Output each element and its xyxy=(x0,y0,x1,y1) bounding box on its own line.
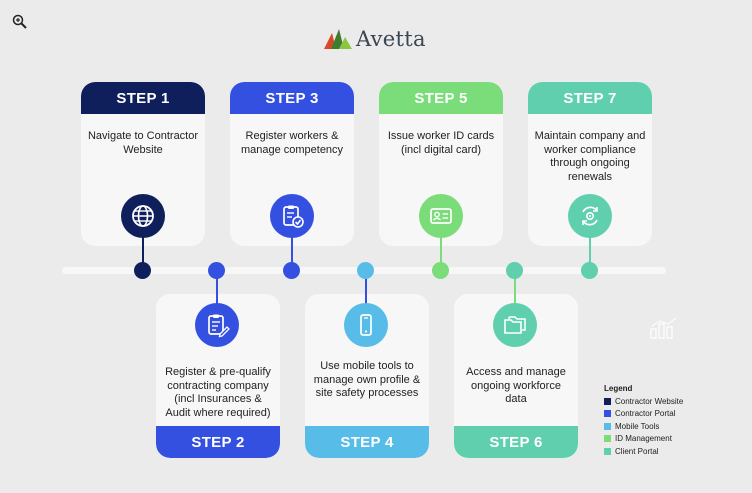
step-3-card: STEP 3 Register workers & manage compete… xyxy=(230,82,354,246)
step-5-dot xyxy=(432,262,449,279)
legend-label: Mobile Tools xyxy=(615,421,660,431)
folders-icon xyxy=(493,303,537,347)
step-6-label: STEP 6 xyxy=(454,426,578,458)
step-2-connector xyxy=(216,270,218,306)
step-7-text: Maintain company and worker compliance t… xyxy=(534,130,646,183)
id-card-icon xyxy=(419,194,463,238)
step-4-connector xyxy=(365,270,367,306)
step-4-text: Use mobile tools to manage own profile &… xyxy=(313,360,421,399)
legend-swatch xyxy=(604,422,611,430)
legend-item: ID Management xyxy=(604,433,683,446)
step-1-label: STEP 1 xyxy=(81,82,205,114)
legend-label: Contractor Website xyxy=(615,396,684,406)
legend-swatch xyxy=(604,410,611,418)
legend-swatch xyxy=(604,447,611,455)
legend-swatch xyxy=(604,397,611,405)
legend-item: Contractor Portal xyxy=(604,408,683,421)
step-4-label: STEP 4 xyxy=(305,426,429,458)
legend-label: ID Management xyxy=(615,434,672,444)
step-3-text: Register workers & manage competency xyxy=(240,130,344,156)
step-3-connector xyxy=(291,236,293,270)
step-5-text: Issue worker ID cards (incl digital card… xyxy=(387,130,495,156)
step-2-label: STEP 2 xyxy=(156,426,280,458)
step-6-connector xyxy=(514,270,516,306)
chart-watermark-icon xyxy=(650,317,678,339)
step-5-card: STEP 5 Issue worker ID cards (incl digit… xyxy=(379,82,503,246)
legend-item: Mobile Tools xyxy=(604,420,683,433)
step-6-text: Access and manage ongoing workforce data xyxy=(466,366,566,405)
brand-name: Avetta xyxy=(356,27,426,51)
legend-item: Client Portal xyxy=(604,445,683,458)
step-7-connector xyxy=(589,236,591,270)
legend-swatch xyxy=(604,435,611,443)
legend-label: Contractor Portal xyxy=(615,409,676,419)
globe-icon xyxy=(121,194,165,238)
step-5-connector xyxy=(440,236,442,270)
step-6-dot xyxy=(506,262,523,279)
clipboard-pencil-icon xyxy=(195,303,239,347)
legend-title: Legend xyxy=(604,384,633,393)
step-1-connector xyxy=(142,236,144,270)
step-5-label: STEP 5 xyxy=(379,82,503,114)
step-2-dot xyxy=(208,262,225,279)
mobile-phone-icon xyxy=(344,303,388,347)
step-3-label: STEP 3 xyxy=(230,82,354,114)
step-2-text: Register & pre-qualify contracting compa… xyxy=(165,366,271,419)
step-3-dot xyxy=(283,262,300,279)
step-4-dot xyxy=(357,262,374,279)
legend-label: Client Portal xyxy=(615,446,659,456)
step-7-label: STEP 7 xyxy=(528,82,652,114)
gear-cycle-icon xyxy=(568,194,612,238)
avetta-logo-mark-icon xyxy=(324,29,352,49)
avetta-logo: Avetta xyxy=(324,26,426,52)
legend-item: Contractor Website xyxy=(604,395,683,408)
step-1-dot xyxy=(134,262,151,279)
legend: Legend Contractor Website Contractor Por… xyxy=(604,384,683,458)
clipboard-check-icon xyxy=(270,194,314,238)
step-1-text: Navigate to Contractor Website xyxy=(87,130,199,156)
zoom-in-icon[interactable] xyxy=(11,13,29,31)
step-7-dot xyxy=(581,262,598,279)
